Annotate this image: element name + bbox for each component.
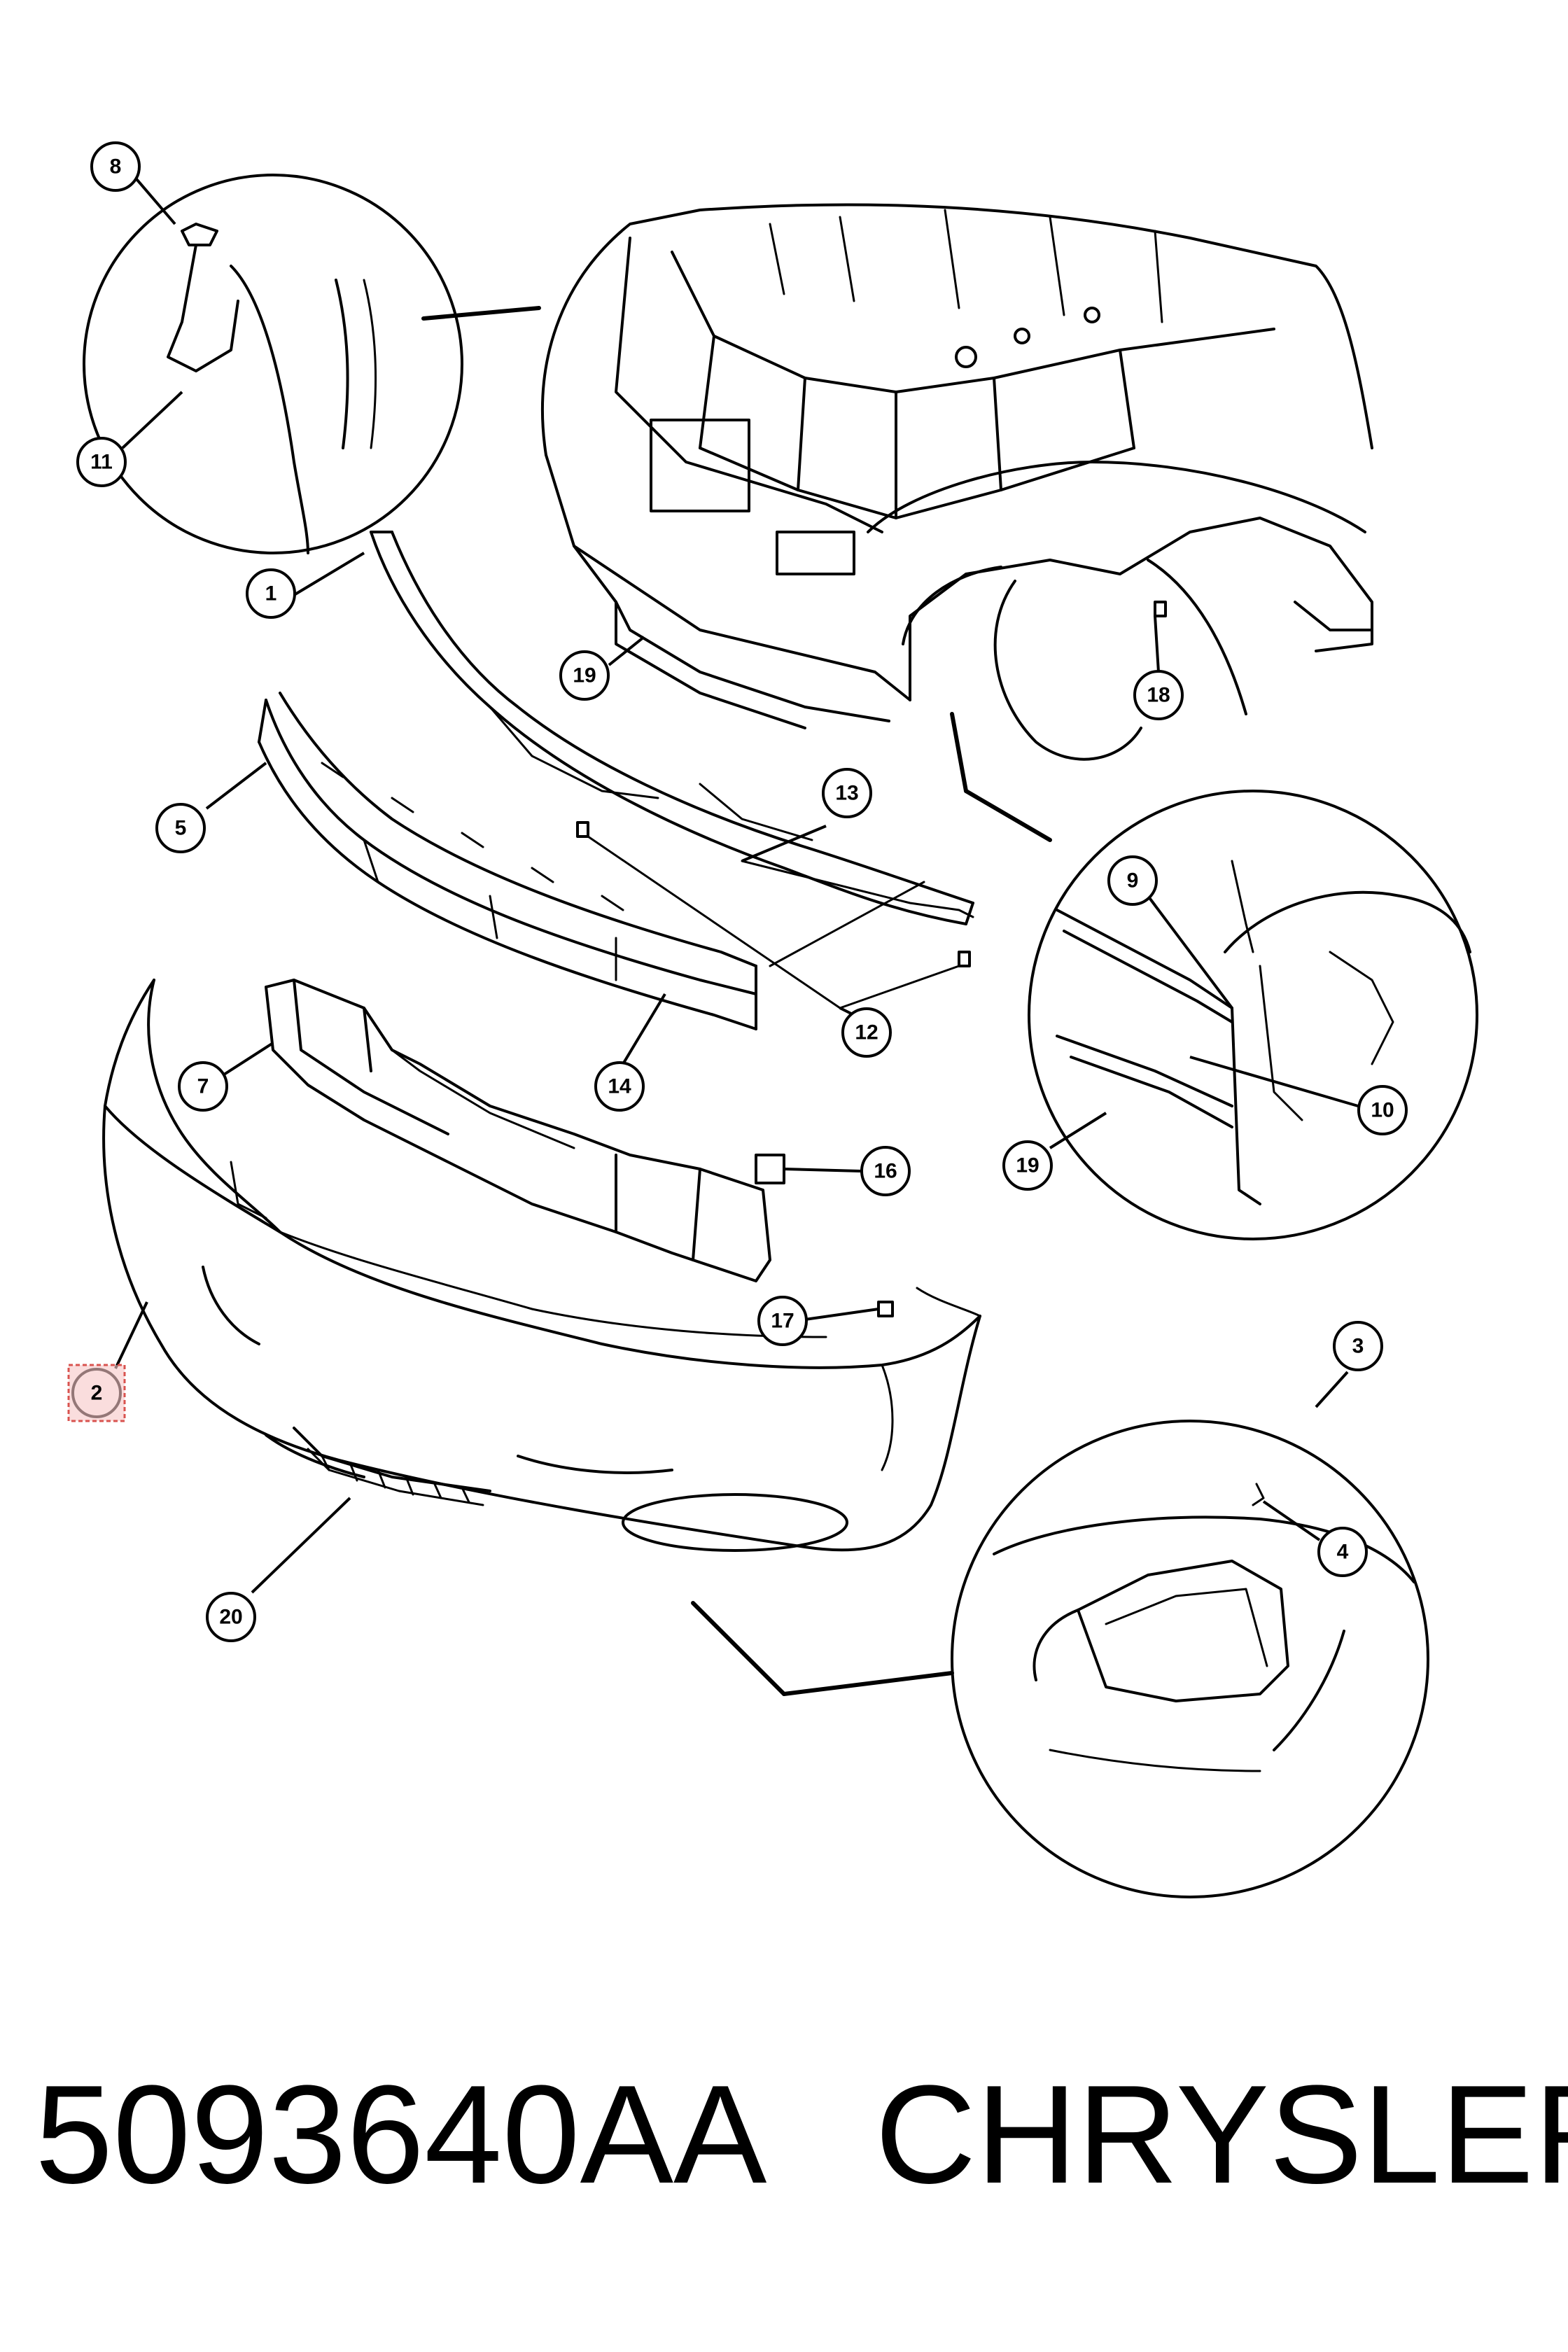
callout-14: 14 [608,1075,631,1098]
callout-12: 12 [855,1021,878,1044]
callout-1: 1 [265,582,277,606]
callout-13: 13 [835,782,858,805]
callout-8: 8 [110,155,122,178]
callout-11: 11 [90,451,113,474]
callout-17: 17 [771,1310,794,1333]
highlight-box-part-2 [67,1364,126,1422]
callout-16: 16 [874,1160,897,1183]
callout-5: 5 [175,817,187,840]
callout-3: 3 [1352,1335,1364,1358]
inset-detail-top-left [83,174,541,554]
part-7-energy-absorber [265,979,771,1282]
callout-10: 10 [1371,1099,1394,1122]
part-13-bracket [741,860,974,918]
vehicle-front-body [541,203,1373,761]
callout-2-highlighted: 2 [91,1382,103,1405]
callout-20: 20 [219,1606,242,1629]
part-number-caption: 5093640AA [35,2057,767,2213]
callout-7: 7 [197,1075,209,1098]
callout-19-inset: 19 [1016,1154,1039,1177]
part-1-upper-fascia-support [370,531,974,925]
brand-caption: CHRYSLER [875,2057,1568,2213]
part-20-lower-grille [293,1427,491,1506]
callout-9: 9 [1127,869,1139,892]
inset-detail-right [950,712,1478,1240]
callout-19-top: 19 [573,664,596,687]
callout-18: 18 [1147,684,1170,707]
inset-detail-bottom-right [691,1420,1429,1898]
part-2-bumper-fascia [102,979,981,1552]
fasteners [576,601,1167,1317]
part-5-reinforcement [258,692,757,1030]
callout-4: 4 [1337,1541,1349,1564]
